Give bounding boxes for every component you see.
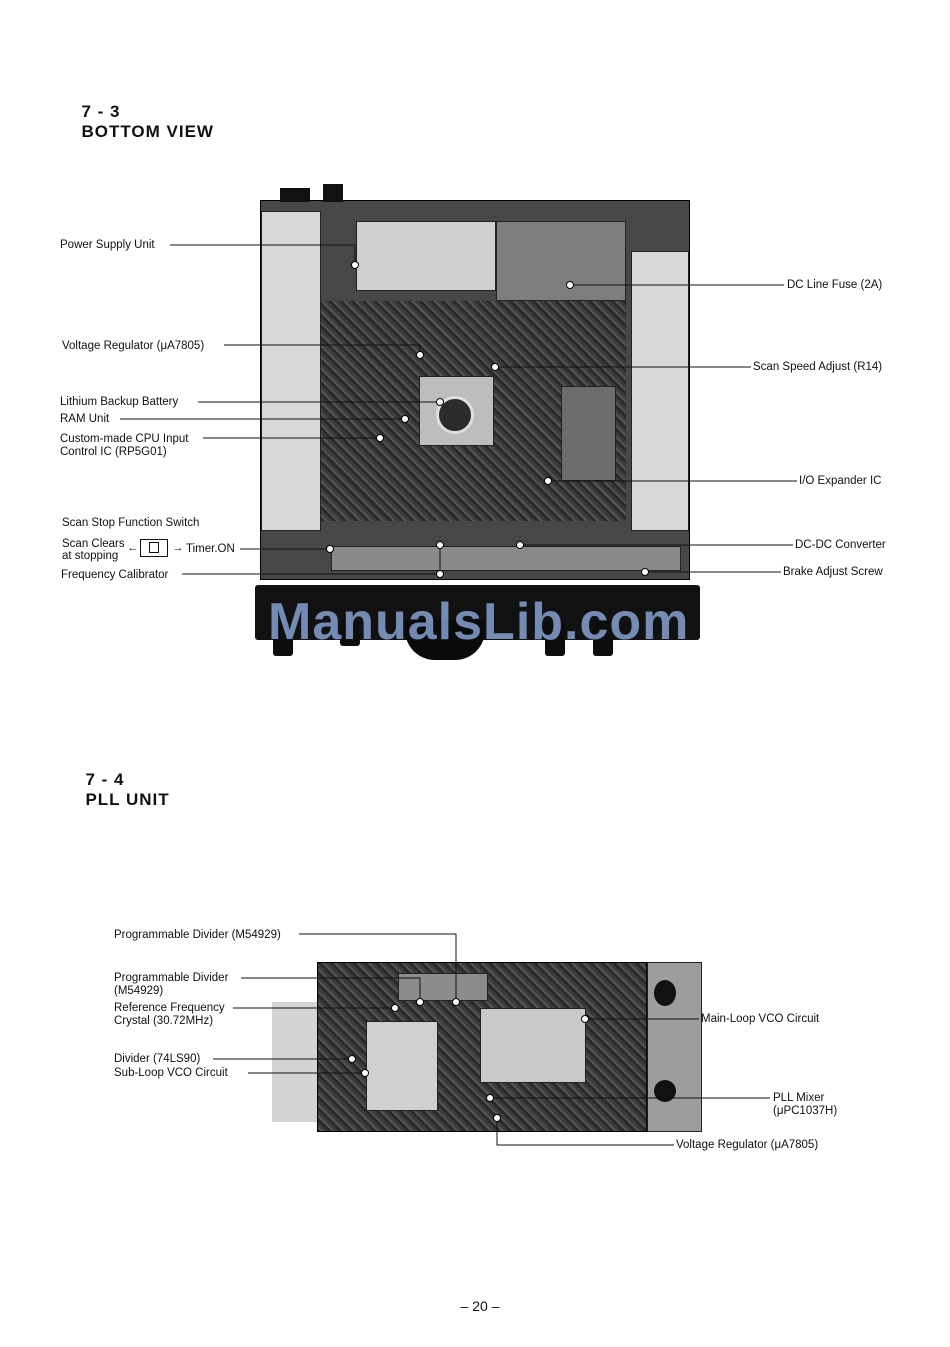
label-line: Scan Clears — [62, 538, 125, 550]
label-line: at stopping — [62, 550, 119, 562]
arrow-left-icon: ← — [127, 542, 139, 554]
label-power-supply-unit: Power Supply Unit — [60, 239, 155, 251]
label-ram-unit: RAM Unit — [60, 413, 110, 425]
label-scan-clears: Scan Clears at stopping — [62, 538, 125, 562]
arrow-right-icon: → — [172, 542, 184, 554]
label-line: PLL Mixer — [773, 1092, 825, 1104]
label-line: (M54929) — [114, 985, 164, 997]
label-frequency-calibrator: Frequency Calibrator — [61, 569, 169, 581]
label-line: Reference Frequency — [114, 1002, 225, 1014]
label-voltage-regulator: Voltage Regulator (μA7805) — [62, 340, 205, 352]
label-line: (μPC1037H) — [773, 1105, 838, 1117]
section-title: BOTTOM VIEW — [81, 122, 214, 141]
label-line: Control IC (RP5G01) — [60, 446, 167, 458]
label-scan-stop-switch: Scan Stop Function Switch — [62, 517, 200, 529]
watermark: ManualsLib.com — [268, 593, 690, 651]
label-cpu-input-control: Custom-made CPU Input Control IC (RP5G01… — [60, 433, 188, 459]
label-line: Crystal (30.72MHz) — [114, 1015, 214, 1027]
label-line: Custom-made CPU Input — [60, 433, 189, 445]
label-programmable-divider-2: Programmable Divider (M54929) — [114, 972, 228, 998]
label-scan-speed-adjust: Scan Speed Adjust (R14) — [753, 361, 883, 373]
label-brake-adjust-screw: Brake Adjust Screw — [783, 566, 883, 578]
bottom-view-photo — [255, 180, 700, 660]
section-heading-pll-unit: 7 - 4 PLL UNIT — [74, 750, 170, 810]
label-lithium-backup-battery: Lithium Backup Battery — [60, 396, 179, 408]
section-title: PLL UNIT — [85, 790, 170, 809]
pll-unit-photo — [262, 962, 702, 1134]
label-timer-on: Timer.ON — [186, 543, 235, 555]
section-number: 7 - 3 — [81, 102, 121, 121]
page-number: – 20 – — [460, 1298, 500, 1314]
label-reference-frequency: Reference Frequency Crystal (30.72MHz) — [114, 1002, 225, 1028]
label-voltage-regulator-pll: Voltage Regulator (μA7805) — [676, 1139, 819, 1151]
switch-icon — [140, 539, 168, 557]
label-dc-dc-converter: DC-DC Converter — [795, 539, 886, 551]
label-line: Programmable Divider — [114, 972, 229, 984]
label-dc-line-fuse: DC Line Fuse (2A) — [787, 279, 883, 291]
label-main-loop-vco: Main-Loop VCO Circuit — [701, 1013, 820, 1025]
label-pll-mixer: PLL Mixer (μPC1037H) — [773, 1092, 837, 1118]
label-sub-loop-vco: Sub-Loop VCO Circuit — [114, 1067, 228, 1079]
section-number: 7 - 4 — [85, 770, 125, 789]
section-heading-bottom-view: 7 - 3 BOTTOM VIEW — [70, 82, 214, 142]
label-divider: Divider (74LS90) — [114, 1053, 201, 1065]
label-programmable-divider-1: Programmable Divider (M54929) — [114, 929, 281, 941]
label-io-expander: I/O Expander IC — [799, 475, 882, 487]
